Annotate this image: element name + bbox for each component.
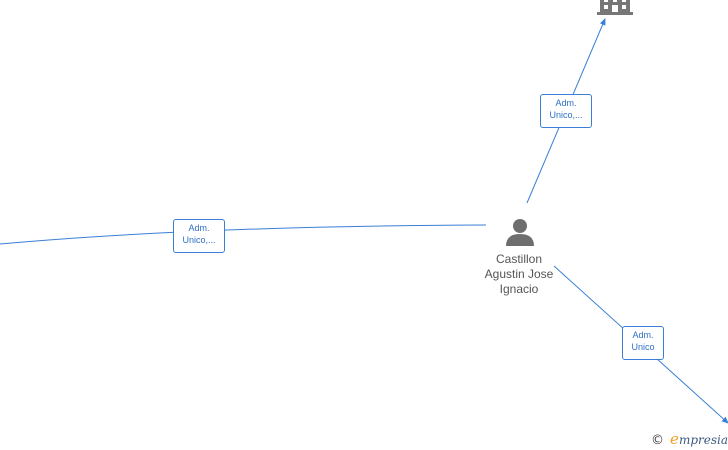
brand-name: mpresia bbox=[678, 433, 728, 447]
edge-label-bottom-right-line1: Adm. bbox=[632, 330, 654, 340]
copyright-symbol: © bbox=[651, 433, 665, 448]
edge-label-top-line1: Adm. bbox=[555, 98, 577, 108]
person-name[interactable]: Castillon Agustin Jose Ignacio bbox=[464, 252, 574, 297]
edge-label-top-line2: Unico,... bbox=[549, 110, 583, 120]
edge-to-left bbox=[0, 224, 487, 245]
person-name-line1: Castillon bbox=[495, 252, 543, 266]
edge-label-bottom-right-line2: Unico bbox=[631, 342, 655, 352]
edge-label-bottom-right[interactable]: Adm. Unico bbox=[622, 326, 664, 360]
edge-label-left-line1: Adm. bbox=[188, 223, 210, 233]
edge-label-top[interactable]: Adm. Unico,... bbox=[540, 94, 592, 128]
edge-label-left-line2: Unico,... bbox=[182, 235, 216, 245]
brand-initial: e bbox=[670, 430, 679, 448]
person-icon[interactable] bbox=[506, 219, 534, 246]
empresia-watermark: © empresia bbox=[651, 430, 728, 448]
building-icon[interactable] bbox=[597, 0, 633, 15]
person-name-line3: Ignacio bbox=[499, 282, 539, 296]
person-name-line2: Agustin Jose bbox=[484, 267, 554, 281]
edge-label-left[interactable]: Adm. Unico,... bbox=[173, 219, 225, 253]
